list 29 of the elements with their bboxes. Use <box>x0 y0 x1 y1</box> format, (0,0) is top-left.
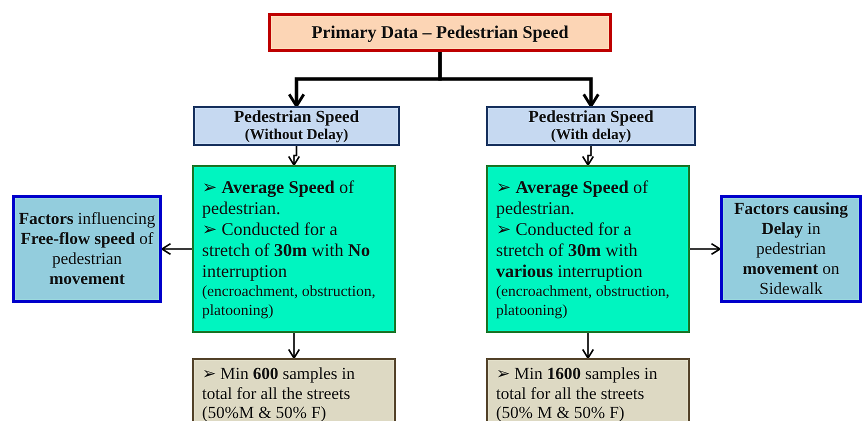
subheading-text: (Without Delay) <box>244 126 350 144</box>
body-text: Factors influencing Free-flow speed of pedestrian movement <box>18 209 156 289</box>
arrow <box>288 333 300 359</box>
sample-box <box>486 358 690 421</box>
bullet-text: ➢ Conducted for a stretch of 30m with No interruption <box>202 219 371 282</box>
subheading-text: (With delay) <box>550 126 632 144</box>
bullet-text: ➢ Average Speed of pedestrian. <box>496 177 650 219</box>
bullet-text: ➢ Conducted for a stretch of 30m with various interruption <box>496 219 644 282</box>
arrow <box>288 146 300 166</box>
note-text: (encroachment, obstruction, platooning) <box>496 282 670 320</box>
heading-text: Pedestrian Speed <box>232 108 360 126</box>
title-text: Primary Data – Pedestrian Speed <box>310 22 570 43</box>
body-text: Factors causing Delay in pedestrian movement on Sidewalk <box>733 199 849 299</box>
note-text: (encroachment, obstruction, platooning) <box>202 282 376 320</box>
heading-text: Pedestrian Speed <box>527 108 655 126</box>
title-box <box>268 13 612 52</box>
arrow <box>582 333 594 359</box>
arrow <box>438 52 600 108</box>
arrow <box>582 146 594 166</box>
category-box <box>486 106 696 146</box>
bullet-text: ➢ Average Speed of pedestrian. <box>202 177 356 219</box>
arrow <box>161 242 192 256</box>
arrow <box>690 242 721 256</box>
method-box <box>192 165 396 333</box>
factor-box <box>12 195 162 303</box>
factor-box <box>720 195 862 303</box>
category-box <box>193 106 400 146</box>
sample-box <box>192 358 396 421</box>
method-box <box>486 165 690 333</box>
